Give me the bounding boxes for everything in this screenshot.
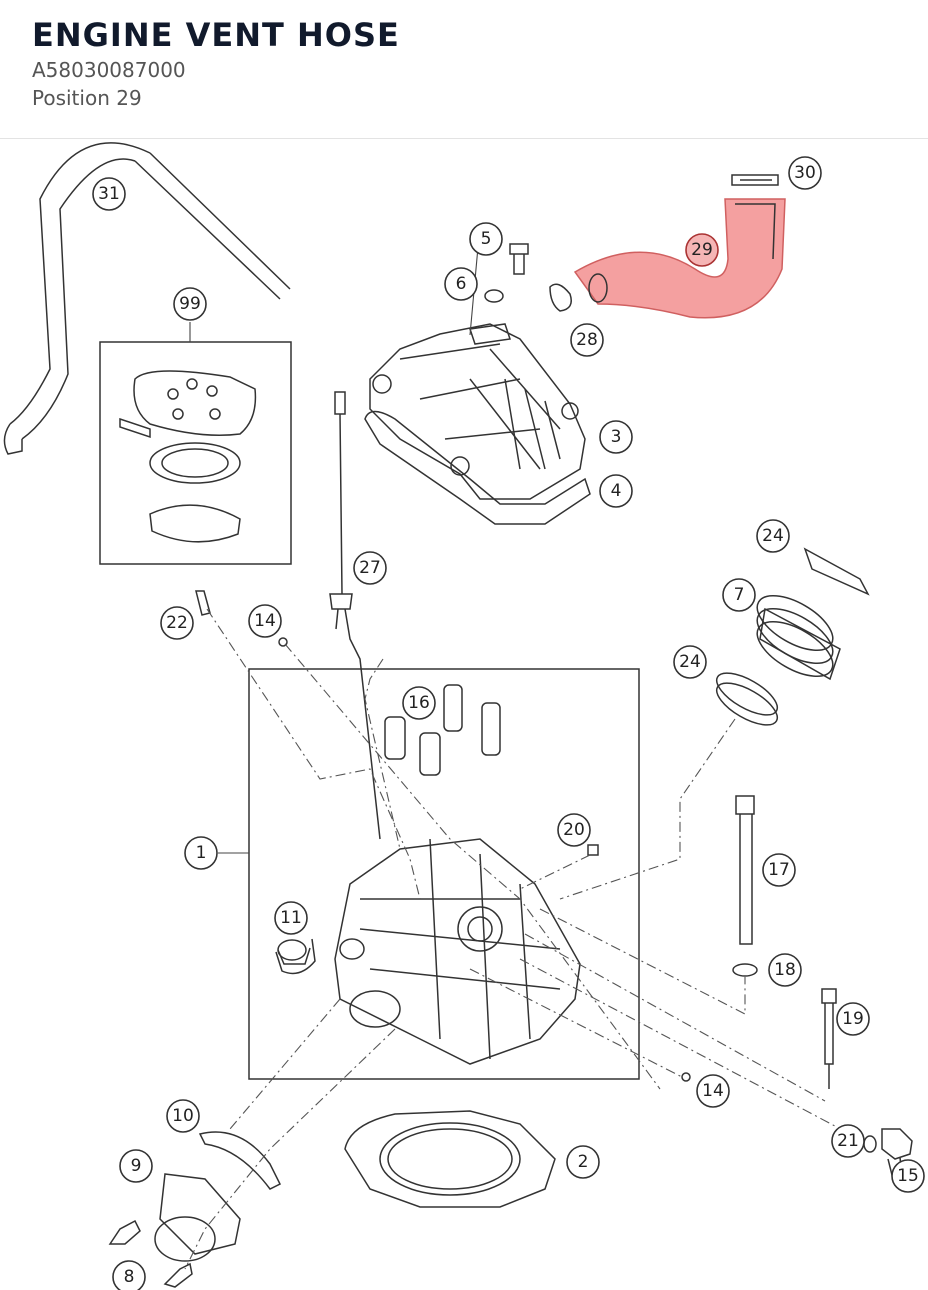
svg-text:6: 6 — [456, 274, 467, 294]
part-11-sleeve[interactable] — [275, 938, 316, 975]
callout-2[interactable]: 2 — [566, 1145, 600, 1179]
part-19-bolt[interactable] — [821, 988, 837, 1089]
svg-text:29: 29 — [691, 240, 713, 260]
svg-text:1: 1 — [196, 843, 207, 863]
part-2-head-gasket[interactable] — [344, 1110, 556, 1208]
callout-1[interactable]: 1 — [184, 836, 218, 870]
svg-text:15: 15 — [897, 1166, 919, 1186]
callout-30[interactable]: 30 — [788, 156, 822, 190]
part-18-washer[interactable] — [732, 963, 758, 977]
svg-text:14: 14 — [254, 611, 276, 631]
callout-31[interactable]: 31 — [92, 177, 126, 211]
part-16-valve-guides[interactable] — [384, 684, 501, 776]
svg-text:5: 5 — [481, 229, 492, 249]
part-30-clip[interactable] — [731, 174, 779, 186]
callout-27[interactable]: 27 — [353, 551, 387, 585]
callout-99[interactable]: 99 — [173, 287, 207, 321]
callout-19[interactable]: 19 — [836, 1002, 870, 1036]
svg-text:16: 16 — [408, 693, 430, 713]
callout-16[interactable]: 16 — [402, 686, 436, 720]
part-8-screws[interactable] — [108, 1219, 193, 1288]
svg-text:31: 31 — [98, 184, 120, 204]
callout-6[interactable]: 6 — [444, 267, 478, 301]
svg-text:14: 14 — [702, 1081, 724, 1101]
leader-lines — [184, 246, 866, 1270]
callout-21[interactable]: 21 — [831, 1124, 865, 1158]
svg-text:4: 4 — [611, 481, 622, 501]
part-4-cover-gasket[interactable] — [364, 410, 591, 525]
part-14-screw-top[interactable] — [278, 637, 288, 647]
part-number: A58030087000 — [32, 58, 186, 82]
callout-15[interactable]: 15 — [891, 1159, 925, 1193]
part-24-clamp-top[interactable] — [803, 547, 870, 596]
callout-11[interactable]: 11 — [274, 901, 308, 935]
callout-24-bottom[interactable]: 24 — [673, 645, 707, 679]
page-title: ENGINE VENT HOSE — [32, 16, 400, 54]
svg-text:19: 19 — [842, 1009, 864, 1029]
part-24-clamp-bottom[interactable] — [711, 665, 784, 733]
callout-4[interactable]: 4 — [599, 474, 633, 508]
svg-text:8: 8 — [124, 1267, 135, 1287]
exploded-parts-diagram: 31 99 5 6 30 29 28 3 4 27 24 7 22 14 16 … — [3, 142, 925, 1290]
part-27-sensor[interactable] — [329, 391, 381, 840]
svg-text:17: 17 — [768, 860, 790, 880]
callout-22[interactable]: 22 — [160, 606, 194, 640]
part-1-cylinder-head[interactable] — [248, 668, 640, 1080]
gasket-kit-99[interactable] — [99, 341, 292, 565]
svg-text:2: 2 — [578, 1152, 589, 1172]
part-20-plug[interactable] — [587, 844, 599, 856]
callout-9[interactable]: 9 — [119, 1149, 153, 1183]
svg-text:7: 7 — [734, 585, 745, 605]
part-9-exhaust-flange[interactable] — [154, 1173, 241, 1262]
callout-17[interactable]: 17 — [762, 853, 796, 887]
part-21-washer[interactable] — [863, 1135, 877, 1153]
part-31-hose[interactable] — [3, 142, 291, 455]
svg-text:11: 11 — [280, 908, 302, 928]
part-5-bolt[interactable] — [509, 243, 529, 275]
callout-3[interactable]: 3 — [599, 420, 633, 454]
callout-14-top[interactable]: 14 — [248, 604, 282, 638]
svg-text:20: 20 — [563, 820, 585, 840]
callout-24-top[interactable]: 24 — [756, 519, 790, 553]
part-22-stud[interactable] — [195, 590, 211, 616]
part-7-intake-boot[interactable] — [749, 585, 842, 688]
part-3-valve-cover[interactable] — [369, 323, 586, 500]
header: ENGINE VENT HOSE A58030087000 Position 2… — [0, 0, 928, 139]
svg-text:28: 28 — [576, 330, 598, 350]
part-6-washer[interactable] — [484, 289, 504, 303]
callout-10[interactable]: 10 — [166, 1099, 200, 1133]
svg-text:22: 22 — [166, 613, 188, 633]
callout-5[interactable]: 5 — [469, 222, 503, 256]
callout-8[interactable]: 8 — [112, 1260, 146, 1290]
svg-text:10: 10 — [172, 1106, 194, 1126]
part-10-flange-gasket[interactable] — [198, 1131, 282, 1190]
callout-28[interactable]: 28 — [570, 323, 604, 357]
svg-text:24: 24 — [679, 652, 701, 672]
svg-text:3: 3 — [611, 427, 622, 447]
callout-14-bottom[interactable]: 14 — [696, 1074, 730, 1108]
position-label: Position 29 — [32, 86, 142, 110]
callout-20[interactable]: 20 — [557, 813, 591, 847]
callout-18[interactable]: 18 — [768, 953, 802, 987]
svg-text:27: 27 — [359, 558, 381, 578]
part-29-engine-vent-hose[interactable] — [573, 198, 786, 319]
callout-7[interactable]: 7 — [722, 578, 756, 612]
svg-text:30: 30 — [794, 163, 816, 183]
svg-text:9: 9 — [131, 1156, 142, 1176]
svg-text:21: 21 — [837, 1131, 859, 1151]
part-28-clamp[interactable] — [549, 283, 572, 312]
svg-text:99: 99 — [179, 294, 201, 314]
svg-text:24: 24 — [762, 526, 784, 546]
part-17-long-bolt[interactable] — [735, 795, 755, 945]
callout-29-selected[interactable]: 29 — [685, 233, 719, 267]
part-14-screw-bottom[interactable] — [681, 1072, 691, 1082]
svg-text:18: 18 — [774, 960, 796, 980]
